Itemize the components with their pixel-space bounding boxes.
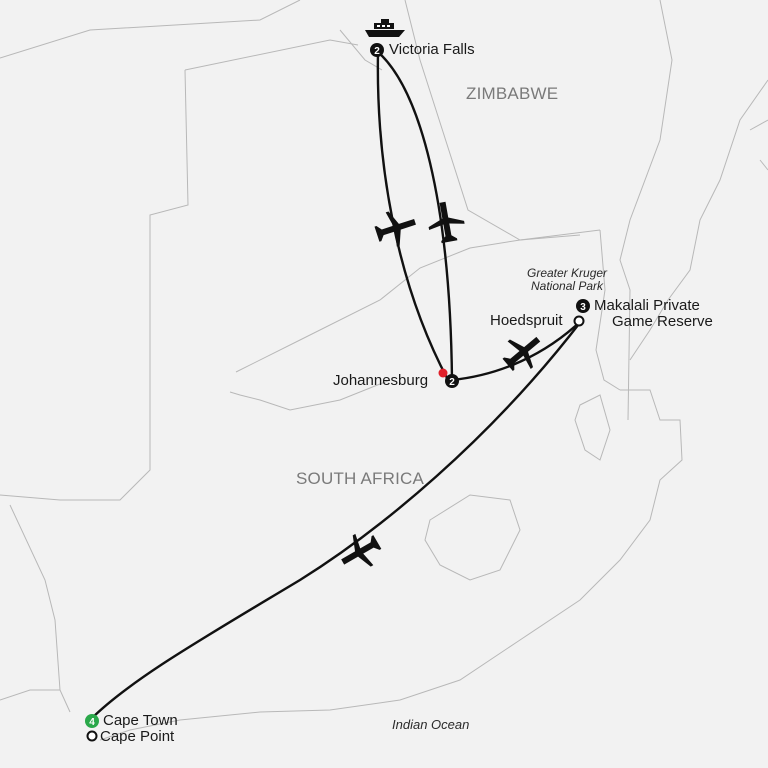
plane-icon xyxy=(341,533,382,567)
nights-victoria-falls: 2 xyxy=(374,46,380,57)
place-label-cape-town: Cape Town xyxy=(103,712,178,729)
place-label-makalali: Makalali Private Game Reserve xyxy=(594,298,713,330)
plane-icon xyxy=(428,201,465,244)
nights-johannesburg: 2 xyxy=(449,377,455,388)
ocean-label: Indian Ocean xyxy=(392,717,470,732)
route-joburg-hoedspruit xyxy=(450,318,584,382)
marker-hoedspruit xyxy=(573,315,585,327)
makalali-line1: Makalali Private xyxy=(594,297,700,314)
place-label-johannesburg: Johannesburg xyxy=(333,372,429,389)
boat-icon xyxy=(365,19,405,37)
makalali-line2: Game Reserve xyxy=(612,313,713,330)
park-line1: Greater Kruger xyxy=(527,266,608,280)
country-label-zimbabwe: ZIMBABWE xyxy=(466,84,559,103)
marker-cape-point xyxy=(86,730,98,742)
marker-cape-town: 4 xyxy=(85,714,99,728)
place-label-hoedspruit: Hoedspruit xyxy=(490,312,563,329)
marker-makalali: 3 xyxy=(576,299,590,313)
plane-icon xyxy=(374,211,416,247)
start-dot xyxy=(438,368,448,378)
nights-makalali: 3 xyxy=(580,302,586,313)
nights-cape-town: 4 xyxy=(89,717,95,728)
plane-icon xyxy=(502,336,541,371)
country-label-south-africa: SOUTH AFRICA xyxy=(296,469,425,488)
marker-johannesburg: 2 xyxy=(438,368,459,388)
borders xyxy=(0,0,768,741)
place-label-cape-point: Cape Point xyxy=(100,728,175,745)
park-label-kruger: Greater Kruger National Park xyxy=(527,267,607,293)
route-vicfalls-joburg-east xyxy=(376,50,454,382)
place-label-victoria-falls: Victoria Falls xyxy=(389,41,475,58)
marker-victoria-falls: 2 xyxy=(370,43,384,57)
route-hoedspruit-capetown xyxy=(88,318,584,722)
park-line2: National Park xyxy=(531,279,604,293)
